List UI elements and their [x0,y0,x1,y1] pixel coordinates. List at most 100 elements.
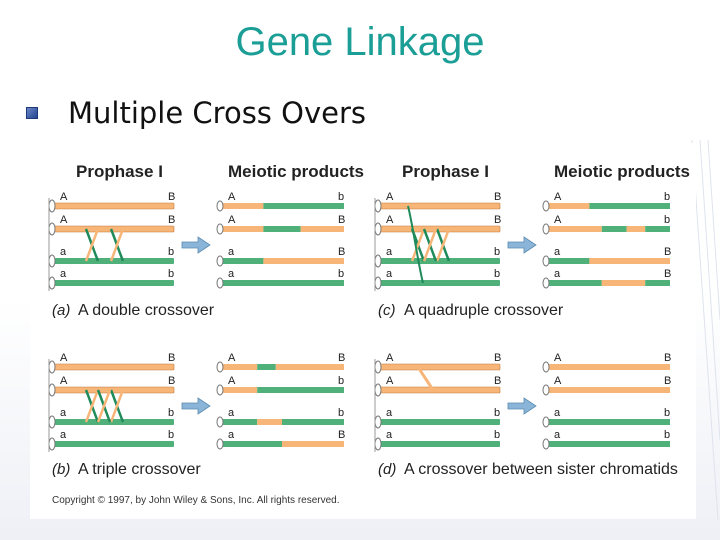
prophase-chromatid [377,202,501,210]
product-segment [257,364,276,370]
bullet-text: Multiple Cross Overs [68,96,366,130]
product-segment [626,226,646,232]
product-segment [645,226,670,232]
locus-label-right: B [168,375,175,387]
square-bullet-icon [26,107,38,119]
centromere [542,200,550,212]
prophase-chromatid [377,363,501,371]
centromere [374,276,382,290]
product-locus-left: a [228,407,235,419]
centromere [216,438,224,450]
locus-label-left: A [386,375,394,387]
product-segment [220,364,258,370]
product-segment [263,226,301,232]
product-locus-left: a [228,246,235,258]
product-locus-right: B [664,375,671,387]
product-locus-right: b [338,191,344,203]
locus-label-right: b [494,268,500,280]
centromere [216,255,224,267]
meiotic-products-label: Meiotic products [554,162,690,181]
panel-caption-letter: (c) [378,302,396,319]
centromere [542,223,550,235]
locus-label-right: B [494,191,501,203]
product-locus-right: b [664,214,670,226]
panel-caption-text: A triple crossover [78,461,201,478]
centromere [374,383,382,397]
locus-label-left: a [386,268,393,280]
product-locus-left: A [554,191,562,203]
panel-caption-text: A double crossover [78,302,215,319]
centromere [542,384,550,396]
prophase-label: Prophase I [76,162,163,181]
product-locus-right: b [338,407,344,419]
centromere [48,199,56,213]
locus-label-right: b [494,407,500,419]
locus-label-left: A [60,214,68,226]
product-locus-right: b [338,375,344,387]
product-locus-left: A [554,352,562,364]
product-segment [546,419,670,425]
product-segment [257,387,344,393]
prophase-chromatid [52,441,174,447]
locus-label-left: a [60,268,67,280]
product-segment [282,419,344,425]
prophase-chromatid [51,202,175,210]
product-locus-right: B [664,246,671,258]
prophase-chromatid [51,363,175,371]
copyright-text: Copyright © 1997, by John Wiley & Sons, … [52,495,340,506]
prophase-chromatid [52,280,174,286]
centromere [374,222,382,236]
slide-title: Gene Linkage [235,20,485,64]
product-locus-left: A [554,214,562,226]
product-segment [601,226,627,232]
product-segment [282,441,344,447]
locus-label-right: b [168,407,174,419]
product-segment [263,258,344,264]
product-segment [275,364,344,370]
arrow-icon [181,397,211,415]
centromere [48,222,56,236]
product-locus-right: b [664,191,670,203]
product-segment [589,203,670,209]
locus-label-left: a [386,246,393,258]
locus-label-left: A [60,352,68,364]
product-segment [546,258,590,264]
centromere [48,254,56,268]
centromere [216,361,224,373]
arrow-icon [181,236,211,254]
product-segment [546,441,670,447]
product-locus-right: B [664,352,671,364]
locus-label-right: B [494,375,501,387]
product-locus-right: B [338,246,345,258]
crossover-mark [435,228,451,262]
product-segment [263,203,344,209]
product-locus-left: a [554,429,561,441]
centromere [542,255,550,267]
product-locus-left: a [228,429,235,441]
product-segment [645,280,670,286]
product-locus-right: B [338,352,345,364]
product-locus-left: A [228,352,236,364]
centromere [48,383,56,397]
centromere [48,360,56,374]
background-stripes [691,140,720,520]
locus-label-right: B [494,214,501,226]
centromere [374,415,382,429]
product-segment [589,258,670,264]
product-segment [601,280,646,286]
arrow-icon [507,397,537,415]
prophase-chromatid [378,258,500,264]
crossover-mark [416,366,435,391]
product-locus-left: A [228,191,236,203]
crossover-mark [84,228,100,262]
product-segment [220,226,264,232]
centromere [216,384,224,396]
locus-label-right: B [168,191,175,203]
locus-label-right: b [168,246,174,258]
prophase-chromatid [52,419,174,425]
locus-label-left: A [386,352,394,364]
centromere [542,277,550,289]
locus-label-left: A [386,214,394,226]
